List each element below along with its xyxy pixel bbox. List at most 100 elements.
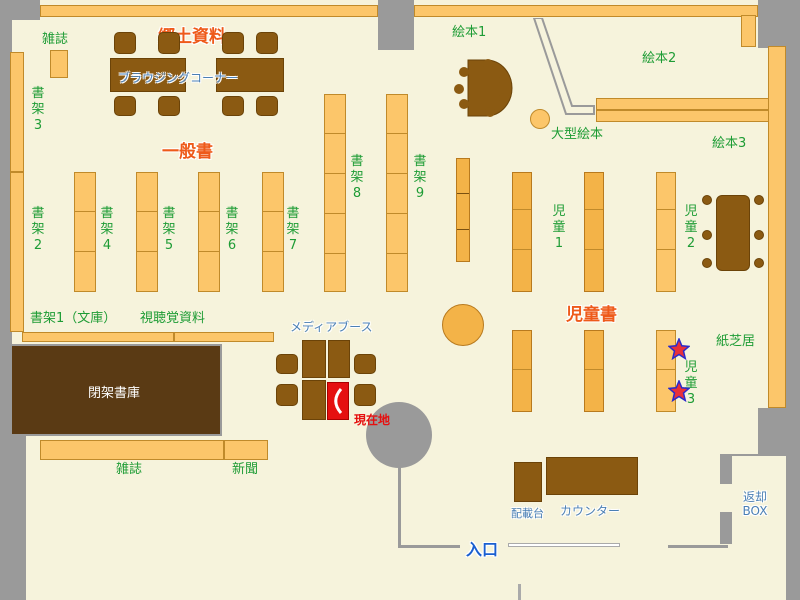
wall-shelf-3 [10, 52, 24, 172]
label-picture-books-3: 絵本3 [712, 136, 747, 151]
stool [702, 230, 712, 240]
large-picture-book-stand [530, 109, 550, 129]
label-browsing-corner: ブラウジングコーナー [118, 71, 239, 85]
shelf-top-left [40, 5, 378, 17]
label-general-books: 一般書 [162, 142, 213, 162]
label-shelf-2: 書架2 [31, 206, 45, 253]
stool [754, 195, 764, 205]
shelf-1-bunko [22, 332, 174, 342]
label-large-picture-books: 大型絵本 [551, 127, 604, 142]
star-icon [668, 380, 690, 402]
chair [158, 96, 180, 116]
label-children-books: 児童書 [566, 305, 617, 325]
chair [222, 96, 244, 116]
label-shelf-4: 書架4 [100, 206, 114, 253]
round-pillar [366, 402, 432, 468]
closed-stacks-room [10, 344, 222, 436]
stool [754, 230, 764, 240]
label-shelf-8: 書架8 [350, 154, 364, 201]
audiovisual-shelf [174, 332, 274, 342]
stool [702, 195, 712, 205]
entrance-wall-vertical [398, 460, 401, 548]
label-picture-books-2: 絵本2 [642, 51, 677, 66]
label-newspapers: 新聞 [232, 462, 259, 477]
children-shelf-b [584, 172, 604, 292]
shelf-8 [324, 94, 346, 292]
chair [158, 32, 180, 54]
children-shelf-d [512, 330, 532, 412]
wall-shelf-2 [10, 172, 24, 332]
picture-book-shelf-3 [596, 98, 770, 110]
display-stand [514, 462, 542, 502]
label-return-box: 返却BOX [742, 490, 768, 518]
browsing-table-right [216, 58, 284, 92]
round-table [442, 304, 484, 346]
picture-book-diagonal-shelf [532, 18, 595, 115]
wall-right-lower [758, 408, 800, 454]
label-current-location: 現在地 [354, 413, 391, 427]
chair [114, 96, 136, 116]
chair [354, 354, 376, 374]
shelf-6 [198, 172, 220, 292]
label-magazines-bottom: 雑誌 [116, 462, 143, 477]
chair [276, 384, 298, 406]
browsing-table-left [110, 58, 186, 92]
label-kamishibai: 紙芝居 [716, 334, 756, 349]
entrance-wall-line-right [668, 545, 728, 548]
newspaper-shelf [224, 440, 268, 460]
label-children-2: 児童2 [684, 204, 698, 251]
chair [276, 354, 298, 374]
picture-book-shelf-3b [596, 110, 770, 122]
wall-return-box-lower [720, 512, 732, 544]
counter [546, 457, 638, 495]
shelf-top-right [414, 5, 758, 17]
chair [354, 384, 376, 406]
wall-return-box-pillar [720, 454, 732, 484]
children-shelf-e [584, 330, 604, 412]
shelf-right-corner [741, 15, 756, 47]
stool [702, 258, 712, 268]
shelf-5 [136, 172, 158, 292]
label-children-3: 児童3 [684, 360, 698, 407]
label-shelf-1-bunko: 書架1（文庫） [30, 311, 117, 326]
children-table [716, 195, 750, 271]
label-shelf-5: 書架5 [162, 206, 176, 253]
stool [754, 258, 764, 268]
shelf-7 [262, 172, 284, 292]
magazine-rack-top [50, 50, 68, 78]
shelf-9 [386, 94, 408, 292]
label-display-stand: 配載台 [511, 507, 544, 520]
children-shelf-a [512, 172, 532, 292]
label-magazines-top: 雑誌 [42, 32, 69, 47]
media-booth-seat [328, 340, 350, 378]
picture-book-table [454, 59, 513, 117]
label-entrance: 入口 [466, 540, 499, 559]
chair [256, 32, 278, 54]
star-icon [668, 338, 690, 360]
entrance-mat [508, 543, 620, 547]
wall-top-pillar [378, 0, 414, 50]
wall-top-left [0, 0, 40, 20]
chair [256, 96, 278, 116]
picture-book-wall-shelf [768, 46, 786, 408]
wall-bottom-left [0, 418, 26, 600]
children-shelf-c [656, 172, 676, 292]
media-booth-seat [302, 380, 326, 420]
shelf-narrow-center [456, 158, 470, 262]
entrance-wall-line-left [398, 545, 460, 548]
label-picture-books-1: 絵本1 [452, 25, 487, 40]
label-counter: カウンター [560, 504, 621, 518]
label-shelf-7: 書架7 [286, 206, 300, 253]
label-shelf-3: 書架3 [31, 86, 45, 133]
shelf-4 [74, 172, 96, 292]
label-shelf-6: 書架6 [225, 206, 239, 253]
label-closed-stacks: 閉架書庫 [88, 386, 141, 401]
chair [222, 32, 244, 54]
label-shelf-9: 書架9 [413, 154, 427, 201]
entrance-bottom-mark [518, 584, 521, 600]
label-children-1: 児童1 [552, 204, 566, 251]
wall-right [786, 0, 800, 600]
children-shelf-f [656, 330, 676, 412]
current-location-marker [327, 382, 349, 420]
label-audiovisual: 視聴覚資料 [140, 311, 206, 326]
